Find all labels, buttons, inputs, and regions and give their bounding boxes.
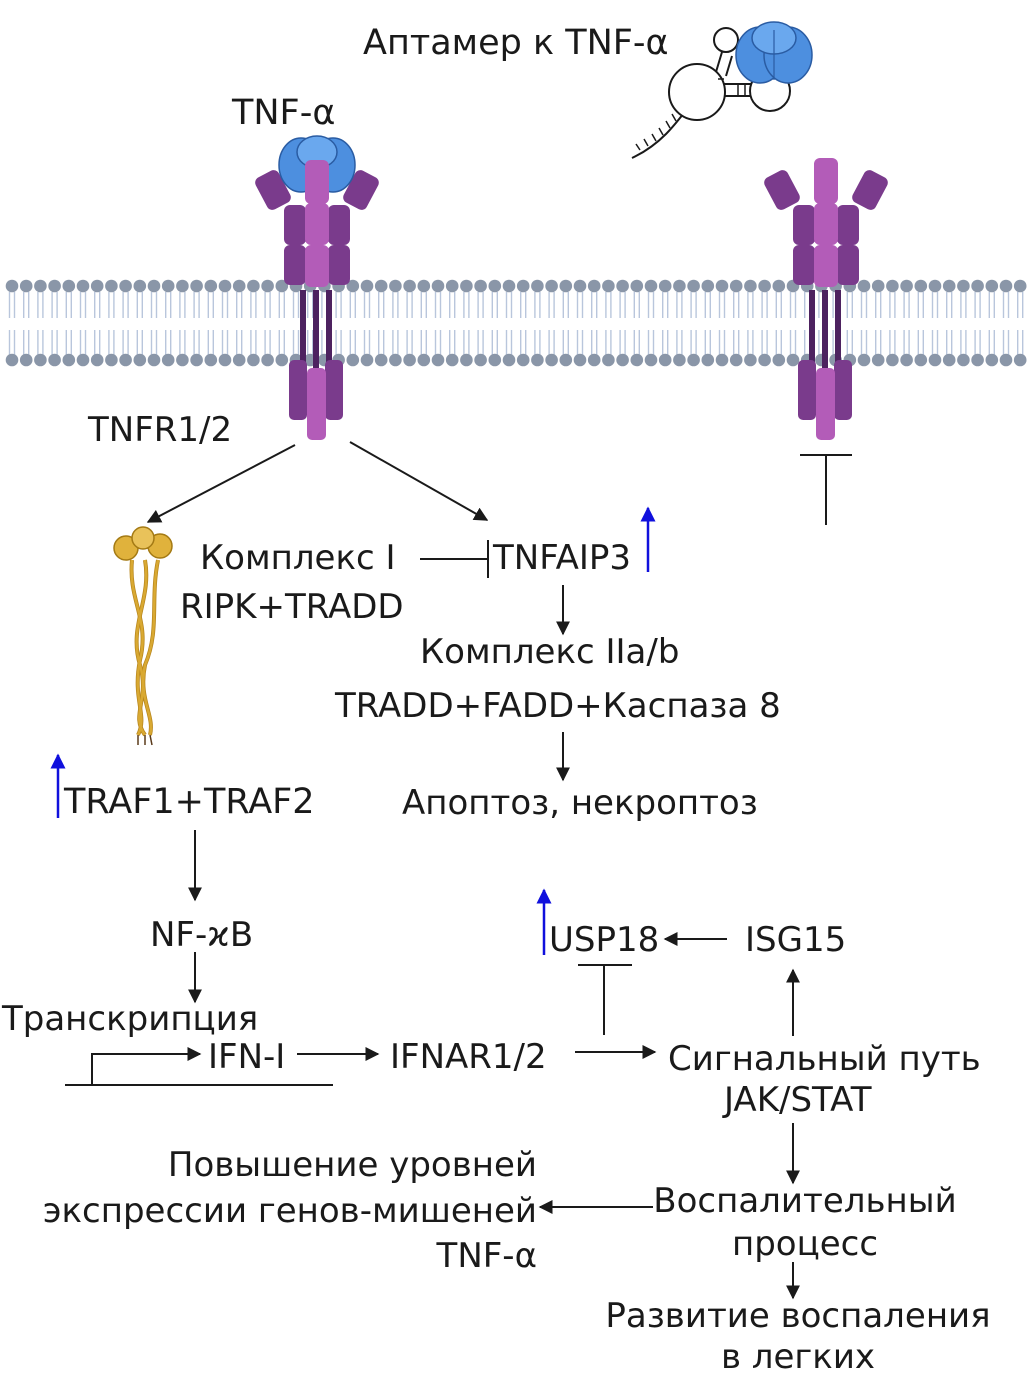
tnf-receptor-bound (255, 135, 379, 440)
label-inflammation-line2: процесс (732, 1224, 878, 1264)
label-usp18: USP18 (549, 920, 659, 960)
label-tnf-alpha: TNF-α (231, 93, 335, 133)
label-expression-line2: экспрессии генов-мишеней (43, 1191, 537, 1231)
label-nfkb: NF-ϰB (150, 915, 253, 955)
cell-membrane (5, 279, 1027, 367)
label-ifnar: IFNAR1/2 (390, 1037, 547, 1077)
label-ifn: IFN-I (208, 1037, 285, 1077)
label-traf: TRAF1+TRAF2 (63, 782, 315, 822)
label-complex1: Комплекс I (200, 538, 396, 578)
pathway-arrows (65, 441, 800, 1300)
label-tnfaip3: TNFAIP3 (492, 538, 631, 578)
label-ripk-tradd: RIPK+TRADD (180, 587, 404, 627)
label-tradd-fadd: TRADD+FADD+Каспаза 8 (334, 686, 781, 726)
tnf-receptor-free (764, 158, 888, 525)
label-apoptosis: Апоптоз, некроптоз (402, 783, 758, 823)
label-lung-line2: в легких (721, 1337, 875, 1377)
label-transcription: Транскрипция (1, 999, 258, 1039)
label-lung-line1: Развитие воспаления (605, 1296, 990, 1336)
pathway-labels: Аптамер к TNF-α TNF-α TNFR1/2 Комплекс I… (1, 23, 991, 1377)
label-jak-stat-line2: JAK/STAT (722, 1080, 872, 1120)
label-inflammation-line1: Воспалительный (653, 1181, 956, 1221)
label-aptamer: Аптамер к TNF-α (363, 23, 669, 63)
label-isg15: ISG15 (745, 920, 846, 960)
tnf-alpha-bound-aptamer-icon (735, 21, 813, 84)
traf-trimer-icon (113, 526, 173, 746)
label-jak-stat-line1: Сигнальный путь (668, 1039, 981, 1079)
label-complex2: Комплекс IIa/b (420, 632, 679, 672)
upregulation-arrows (50, 506, 656, 955)
label-expression-line1: Повышение уровней (168, 1145, 537, 1185)
label-expression-line3: TNF-α (436, 1236, 537, 1276)
label-tnfr: TNFR1/2 (87, 410, 232, 450)
